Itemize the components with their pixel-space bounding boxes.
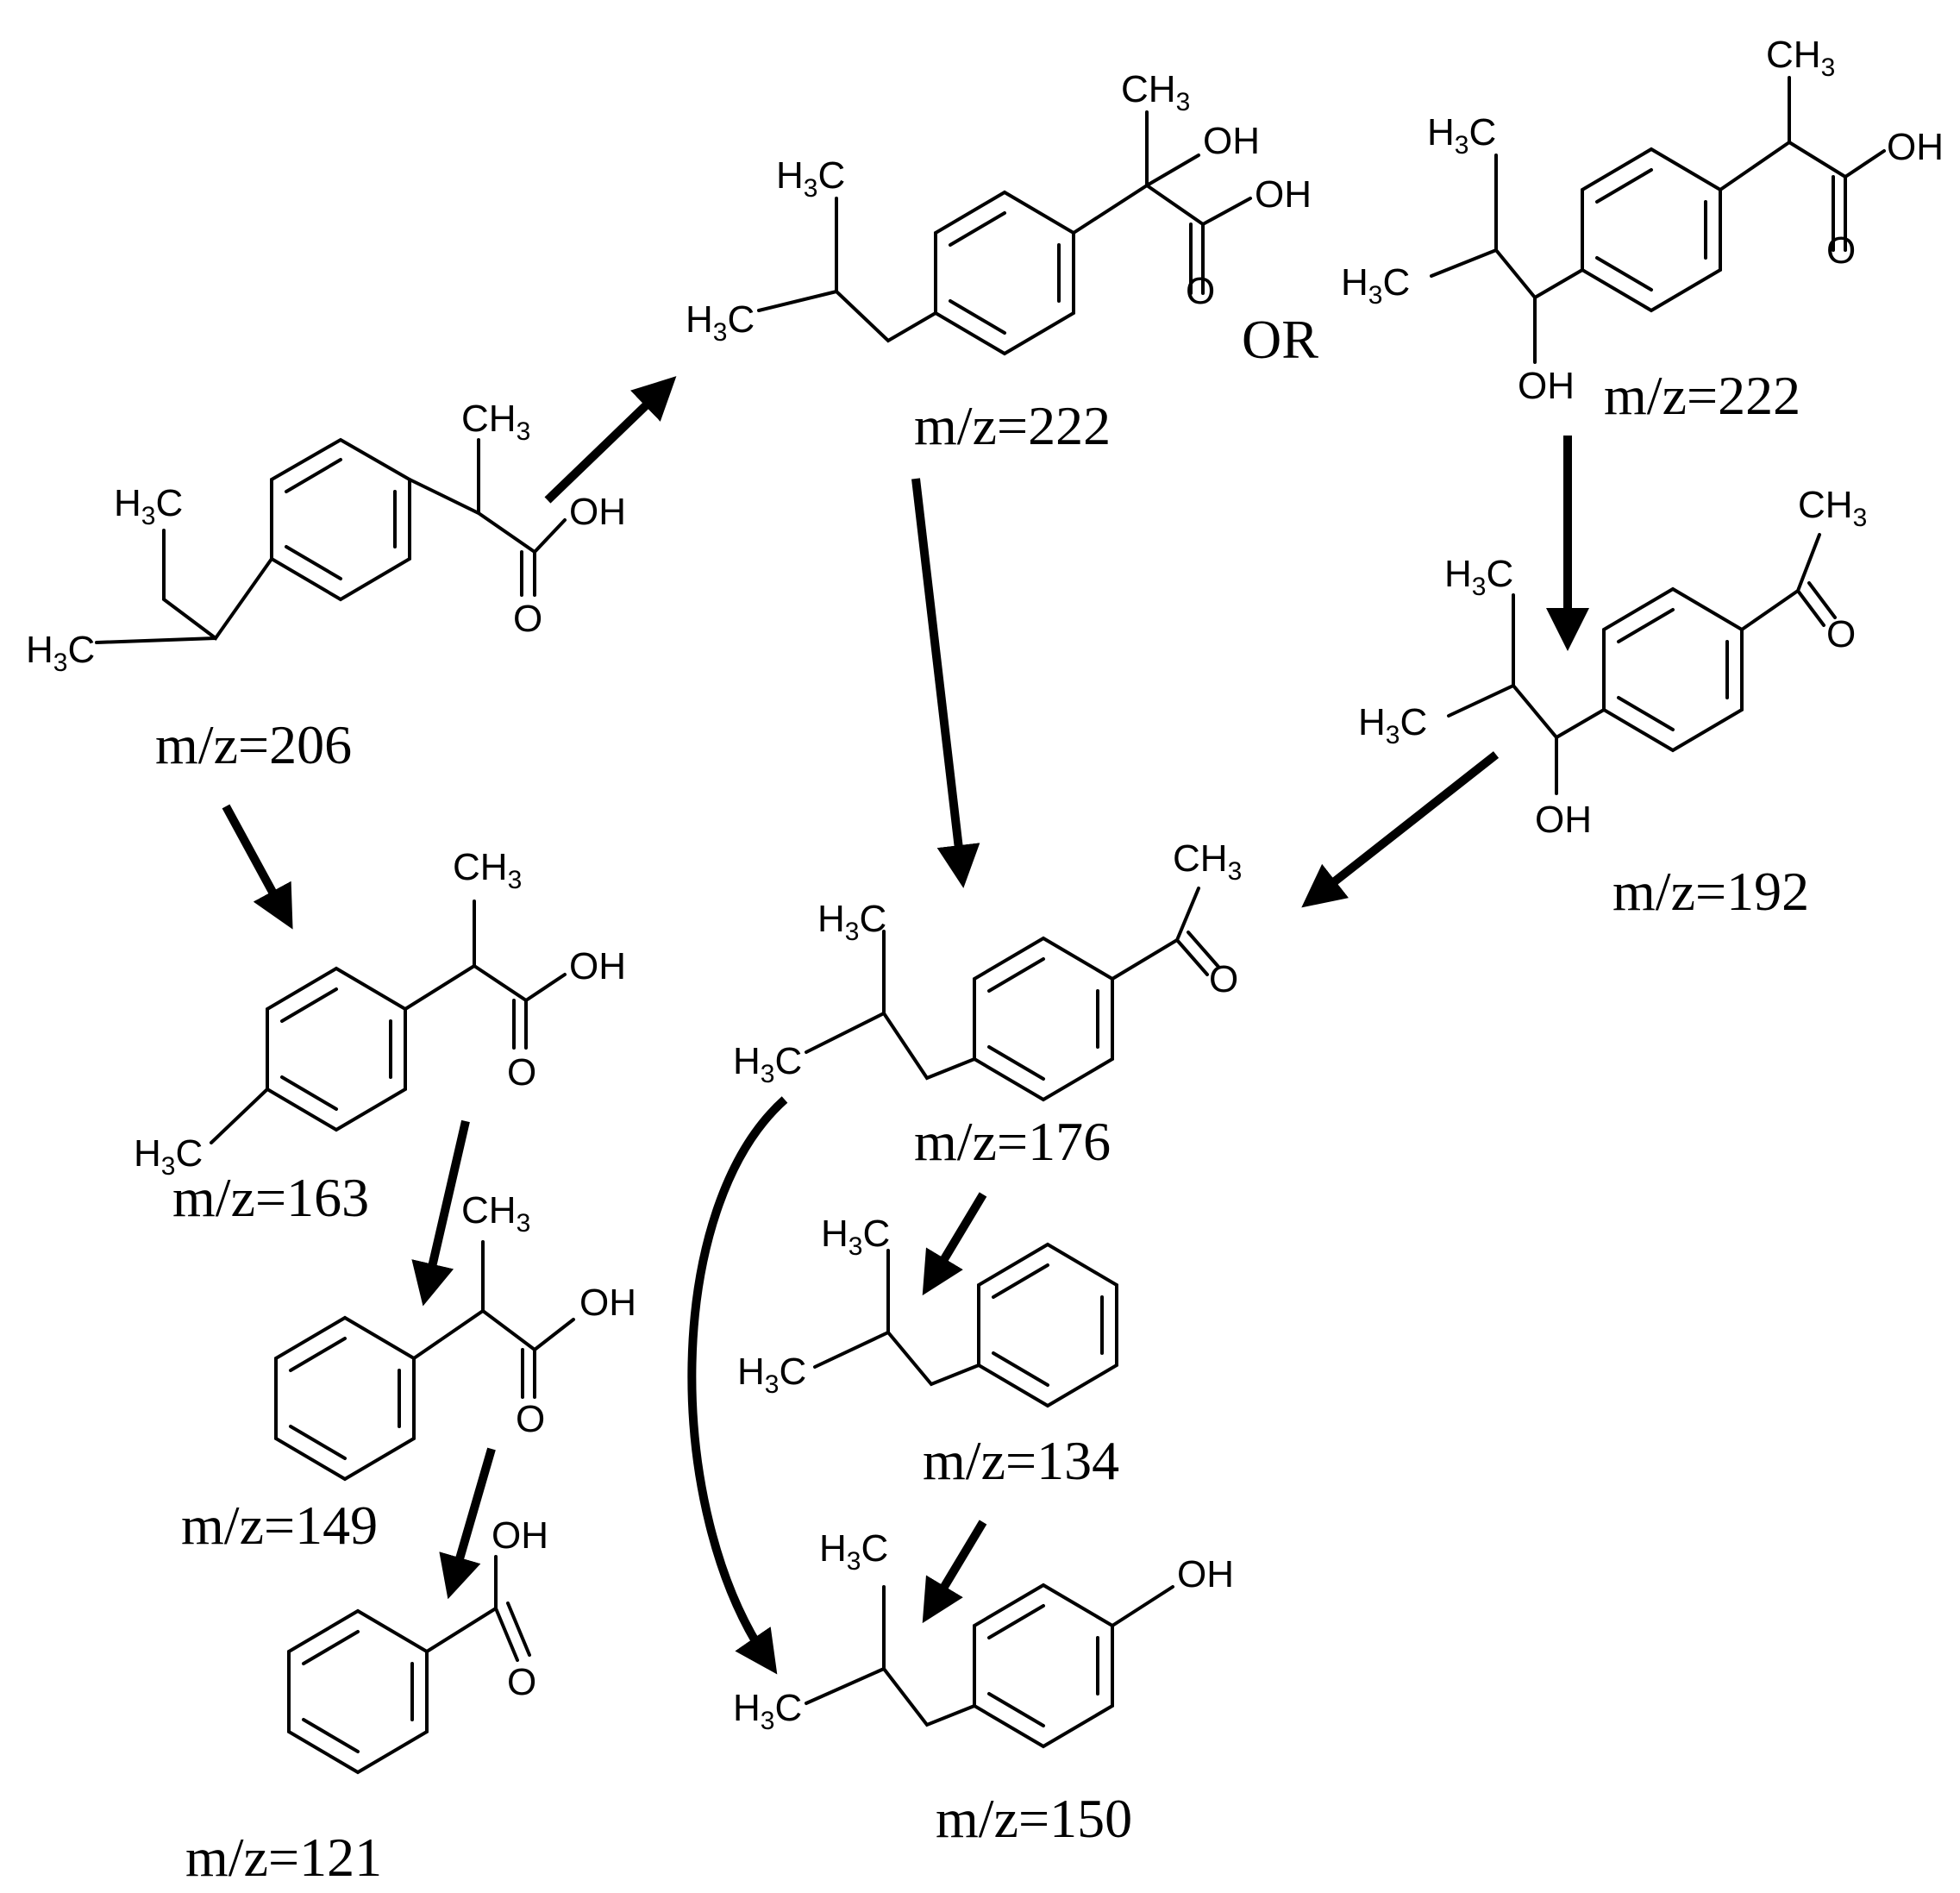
or-connector: OR (1242, 309, 1318, 370)
molecule-mz176: H3C H3C CH3 O (733, 837, 1242, 1102)
ch3-label: CH3 (1121, 68, 1190, 116)
mz-label-150: m/z=150 (936, 1788, 1132, 1849)
molecule-mz192: H3C H3C CH3 O OH (1358, 484, 1867, 841)
o-label: O (1209, 958, 1238, 1000)
oh-label: OH (1203, 120, 1260, 162)
arrow-206-to-163 (222, 804, 293, 930)
mz-label-149: m/z=149 (181, 1495, 378, 1556)
molecule-mz134: H3C H3C (737, 1213, 1118, 1408)
oh-label: OH (579, 1282, 636, 1324)
mz-label-163: m/z=163 (172, 1167, 369, 1228)
ch3-label: CH3 (1173, 837, 1242, 886)
oh-label: OH (492, 1514, 548, 1557)
molecule-mz149: CH3 OH O (274, 1189, 636, 1482)
ch3-label: CH3 (1798, 484, 1867, 532)
arrow-163-to-149 (411, 1119, 470, 1307)
h3c-label: H3C (1444, 553, 1513, 601)
o-label: O (513, 598, 542, 640)
arrow-149-to-121 (439, 1447, 496, 1600)
mz-label-176: m/z=176 (914, 1111, 1111, 1172)
oh-label: OH (1518, 365, 1575, 407)
mz-label-121: m/z=121 (185, 1827, 382, 1888)
ch3-label: CH3 (1766, 34, 1835, 82)
h3c-label: H3C (26, 629, 95, 677)
molecule-mz163: H3C CH3 OH O (134, 846, 626, 1181)
h3c-label: H3C (733, 1040, 802, 1088)
arrows (222, 376, 1589, 1675)
o-label: O (516, 1398, 545, 1440)
h3c-label: H3C (114, 482, 183, 530)
arrow-134-to-150 (922, 1520, 987, 1624)
h3c-label: H3C (819, 1527, 888, 1576)
oh-label: OH (569, 945, 626, 987)
h3c-label: H3C (1341, 261, 1410, 310)
o-label: O (507, 1661, 536, 1703)
oh-label: OH (1887, 126, 1944, 168)
mz-label-222-a: m/z=222 (914, 395, 1111, 456)
molecule-mz150: H3C H3C OH (733, 1527, 1234, 1749)
oh-label: OH (1535, 799, 1592, 841)
molecule-mz222-hydroxy-acid: H3C H3C CH3 OH OH O (686, 68, 1312, 356)
arrow-176-to-150-curved (687, 1096, 788, 1675)
h3c-label: H3C (821, 1213, 890, 1261)
ch3-label: CH3 (461, 398, 530, 446)
molecule-mz222-hydroxy-chain: H3C H3C CH3 OH O OH (1341, 34, 1944, 407)
h3c-label: H3C (737, 1351, 806, 1399)
ch3-label: CH3 (461, 1189, 530, 1238)
h3c-label: H3C (733, 1687, 802, 1735)
o-label: O (1186, 270, 1215, 312)
oh-label: OH (1255, 173, 1312, 216)
h3c-label: H3C (1358, 701, 1427, 749)
mz-label-134: m/z=134 (923, 1430, 1119, 1491)
arrow-192-to-176 (1301, 751, 1500, 908)
molecule-mz121: OH O (287, 1514, 548, 1775)
arrow-206-to-222 (544, 376, 677, 504)
o-label: O (1826, 229, 1856, 272)
molecule-mz206: H3C H3C CH3 OH O (26, 398, 626, 677)
mz-label-192: m/z=192 (1612, 861, 1809, 922)
h3c-label: H3C (776, 154, 845, 203)
o-label: O (1826, 613, 1856, 655)
ch3-label: CH3 (453, 846, 522, 894)
h3c-label: H3C (686, 298, 755, 347)
oh-label: OH (569, 491, 626, 533)
mz-label-206: m/z=206 (155, 714, 352, 775)
o-label: O (507, 1051, 536, 1094)
arrow-222-to-176 (911, 478, 980, 888)
h3c-label: H3C (1427, 111, 1496, 160)
h3c-label: H3C (817, 898, 886, 946)
oh-label: OH (1177, 1553, 1234, 1595)
arrow-176-to-134 (922, 1192, 987, 1296)
mz-label-222-b: m/z=222 (1604, 365, 1800, 426)
